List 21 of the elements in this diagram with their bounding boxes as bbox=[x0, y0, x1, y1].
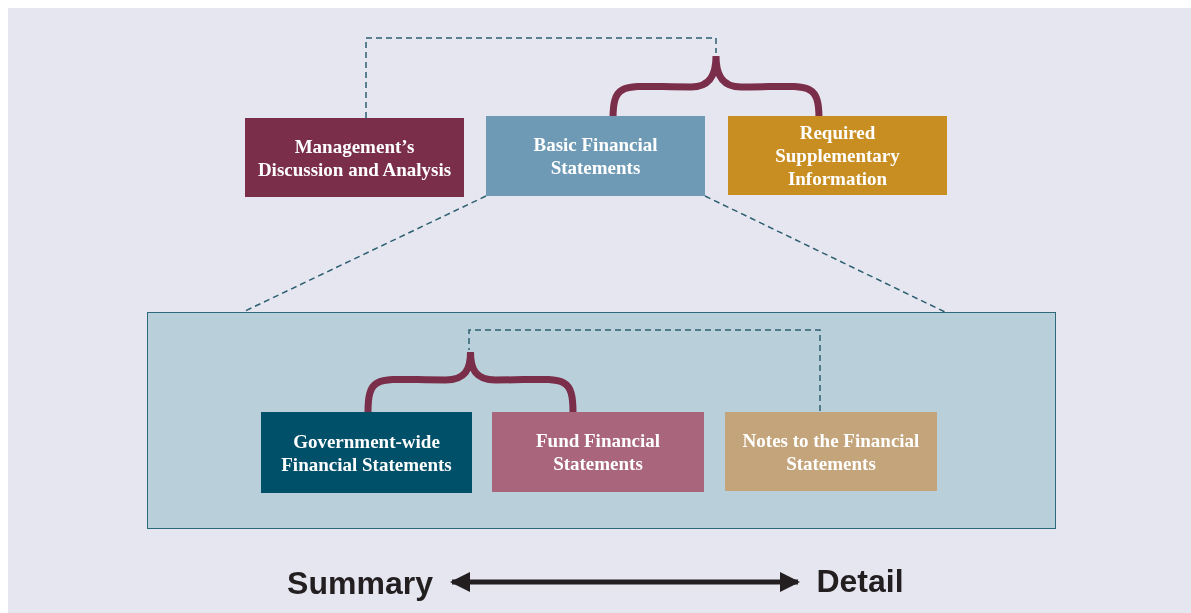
dashed-connector bbox=[704, 195, 946, 313]
panel-background bbox=[147, 312, 1056, 529]
double-arrow bbox=[450, 572, 800, 592]
statement-box bbox=[492, 412, 704, 492]
dashed-connector bbox=[365, 37, 717, 119]
statement-box bbox=[728, 116, 947, 195]
dashed-connector bbox=[468, 329, 821, 412]
statement-box bbox=[725, 412, 937, 491]
statement-box bbox=[486, 116, 705, 196]
statement-box bbox=[245, 118, 464, 197]
box-label: Management’s Discussion and Analysis bbox=[256, 134, 453, 181]
statement-box bbox=[261, 412, 472, 493]
curly-brace bbox=[610, 53, 822, 119]
box-label: Required Supplementary Information bbox=[774, 121, 901, 190]
box-label: Notes to the Financial Statements bbox=[741, 428, 921, 475]
box-label: Fund Financial Statements bbox=[534, 429, 662, 475]
curly-brace bbox=[365, 349, 576, 412]
box-label: Government-wide Financial Statements bbox=[280, 429, 453, 476]
box-label: Basic Financial Statements bbox=[532, 133, 659, 179]
scale-label: Detail bbox=[816, 562, 904, 600]
scale-label: Summary bbox=[287, 564, 433, 602]
